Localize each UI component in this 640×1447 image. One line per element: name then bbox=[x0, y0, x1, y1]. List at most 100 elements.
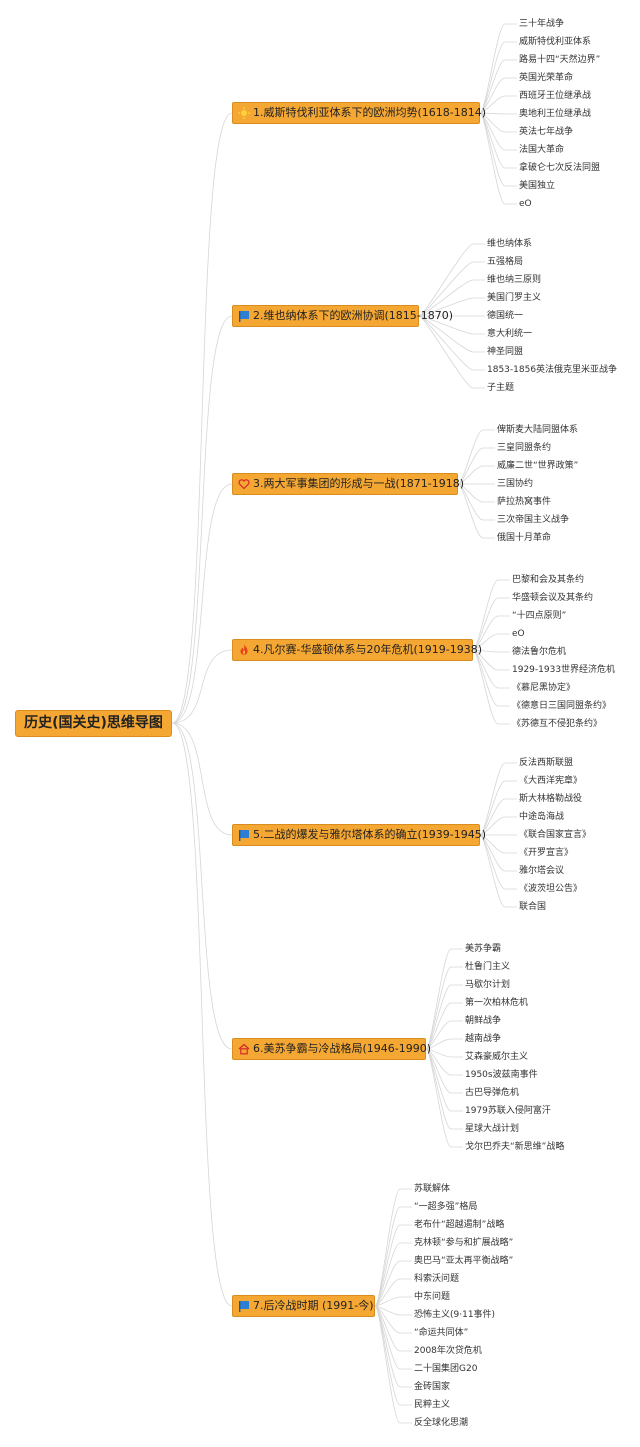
leaf-topic[interactable]: 萨拉热窝事件 bbox=[497, 497, 552, 507]
leaf-topic[interactable]: 西班牙王位继承战 bbox=[519, 91, 592, 101]
leaf-topic[interactable]: 联合国 bbox=[519, 902, 547, 912]
leaf-topic[interactable]: 俄国十月革命 bbox=[497, 533, 552, 543]
leaf-topic[interactable]: 《慕尼黑协定》 bbox=[512, 683, 576, 693]
leaf-topic[interactable]: 英国光荣革命 bbox=[519, 73, 574, 83]
connector-line bbox=[425, 1038, 463, 1050]
heart-icon bbox=[238, 477, 250, 491]
leaf-topic[interactable]: 《大西洋宪章》 bbox=[519, 776, 583, 786]
leaf-topic[interactable]: 第一次柏林危机 bbox=[465, 998, 529, 1008]
leaf-topic[interactable]: 艾森豪威尔主义 bbox=[465, 1052, 529, 1062]
leaf-topic[interactable]: 1853-1856英法俄克里米亚战争 bbox=[487, 365, 618, 375]
leaf-topic[interactable]: 朝鲜战争 bbox=[465, 1016, 502, 1026]
connector-line bbox=[418, 315, 485, 353]
connector-line bbox=[472, 649, 510, 725]
leaf-topic[interactable]: “一超多强”格局 bbox=[414, 1202, 478, 1212]
leaf-topic[interactable]: 三次帝国主义战争 bbox=[497, 515, 570, 525]
connector-line bbox=[425, 1048, 463, 1076]
leaf-topic[interactable]: 1979苏联入侵阿富汗 bbox=[465, 1106, 551, 1116]
flag-icon bbox=[238, 1299, 250, 1313]
connector-line bbox=[425, 1048, 463, 1058]
connector-line bbox=[472, 615, 510, 651]
branch-label: 7.后冷战时期 (1991-今) bbox=[253, 1299, 374, 1312]
leaf-topic[interactable]: eO bbox=[519, 199, 532, 209]
leaf-topic[interactable]: 苏联解体 bbox=[414, 1184, 451, 1194]
branch-label: 6.美苏争霸与冷战格局(1946-1990) bbox=[253, 1042, 432, 1055]
leaf-topic[interactable]: 《苏德互不侵犯条约》 bbox=[512, 719, 603, 729]
leaf-topic[interactable]: 俾斯麦大陆同盟体系 bbox=[497, 425, 579, 435]
leaf-topic[interactable]: 杜鲁门主义 bbox=[465, 962, 511, 972]
leaf-topic[interactable]: 奥地利王位继承战 bbox=[519, 109, 592, 119]
leaf-topic[interactable]: 金砖国家 bbox=[414, 1382, 451, 1392]
branch-topic-6[interactable]: 6.美苏争霸与冷战格局(1946-1990) bbox=[232, 1038, 431, 1060]
connector-line bbox=[457, 483, 495, 539]
leaf-topic[interactable]: 马歇尔计划 bbox=[465, 980, 511, 990]
leaf-topic[interactable]: 古巴导弹危机 bbox=[465, 1088, 520, 1098]
leaf-topic[interactable]: 英法七年战争 bbox=[519, 127, 574, 137]
leaf-topic[interactable]: 三十年战争 bbox=[519, 19, 565, 29]
leaf-topic[interactable]: 1950s波兹南事件 bbox=[465, 1070, 538, 1080]
leaf-topic[interactable]: 拿破仑七次反法同盟 bbox=[519, 163, 601, 173]
connector-line bbox=[457, 483, 495, 503]
leaf-topic[interactable]: 威斯特伐利亚体系 bbox=[519, 37, 592, 47]
leaf-topic[interactable]: eO bbox=[512, 629, 525, 639]
leaf-topic[interactable]: 1929-1933世界经济危机 bbox=[512, 665, 616, 675]
connector-line bbox=[171, 315, 233, 724]
leaf-topic[interactable]: 《德意日三国同盟条约》 bbox=[512, 701, 612, 711]
leaf-topic[interactable]: 二十国集团G20 bbox=[414, 1364, 478, 1374]
leaf-topic[interactable]: 民粹主义 bbox=[414, 1400, 451, 1410]
leaf-topic[interactable]: 华盛顿会议及其条约 bbox=[512, 593, 594, 603]
connector-line bbox=[479, 798, 517, 836]
branch-topic-5[interactable]: 5.二战的爆发与雅尔塔体系的确立(1939-1945) bbox=[232, 824, 486, 846]
leaf-topic[interactable]: 神圣同盟 bbox=[487, 347, 524, 357]
leaf-topic[interactable]: 三皇同盟条约 bbox=[497, 443, 552, 453]
connector-line bbox=[418, 315, 485, 335]
leaf-topic[interactable]: 越南战争 bbox=[465, 1034, 502, 1044]
branch-topic-7[interactable]: 7.后冷战时期 (1991-今) bbox=[232, 1295, 375, 1317]
leaf-topic[interactable]: 反全球化思潮 bbox=[414, 1418, 469, 1428]
leaf-topic[interactable]: 反法西斯联盟 bbox=[519, 758, 574, 768]
leaf-topic[interactable]: 科索沃问题 bbox=[414, 1274, 460, 1284]
leaf-topic[interactable]: “命运共同体” bbox=[414, 1328, 469, 1338]
leaf-topic[interactable]: 奥巴马“亚太再平衡战略” bbox=[414, 1256, 514, 1266]
branch-topic-2[interactable]: 2.维也纳体系下的欧洲协调(1815-1870) bbox=[232, 305, 453, 327]
leaf-topic[interactable]: 法国大革命 bbox=[519, 145, 565, 155]
leaf-topic[interactable]: 中东问题 bbox=[414, 1292, 451, 1302]
leaf-topic[interactable]: 《开罗宣言》 bbox=[519, 848, 574, 858]
leaf-topic[interactable]: “十四点原则” bbox=[512, 611, 567, 621]
leaf-topic[interactable]: 2008年次贷危机 bbox=[414, 1346, 482, 1356]
connector-line bbox=[457, 447, 495, 485]
branch-topic-4[interactable]: 4.凡尔赛-华盛顿体系与20年危机(1919-1938) bbox=[232, 639, 482, 661]
leaf-topic[interactable]: 斯大林格勒战役 bbox=[519, 794, 583, 804]
leaf-topic[interactable]: 三国协约 bbox=[497, 479, 534, 489]
leaf-topic[interactable]: 中途岛海战 bbox=[519, 812, 565, 822]
connector-line bbox=[472, 649, 510, 671]
leaf-topic[interactable]: 美苏争霸 bbox=[465, 944, 502, 954]
branch-topic-1[interactable]: 1.威斯特伐利亚体系下的欧洲均势(1618-1814) bbox=[232, 102, 486, 124]
leaf-topic[interactable]: 老布什“超越遏制”战略 bbox=[414, 1220, 505, 1230]
leaf-topic[interactable]: 雅尔塔会议 bbox=[519, 866, 565, 876]
leaf-topic[interactable]: 意大利统一 bbox=[487, 329, 533, 339]
branch-topic-3[interactable]: 3.两大军事集团的形成与一战(1871-1918) bbox=[232, 473, 464, 495]
leaf-topic[interactable]: 巴黎和会及其条约 bbox=[512, 575, 585, 585]
leaf-topic[interactable]: 威廉二世“世界政策” bbox=[497, 461, 579, 471]
leaf-topic[interactable]: 子主题 bbox=[487, 383, 515, 393]
connector-line bbox=[479, 112, 517, 133]
leaf-topic[interactable]: 星球大战计划 bbox=[465, 1124, 520, 1134]
leaf-topic[interactable]: 路易十四“天然边界” bbox=[519, 55, 601, 65]
leaf-topic[interactable]: 德法鲁尔危机 bbox=[512, 647, 567, 657]
leaf-topic[interactable]: 维也纳三原则 bbox=[487, 275, 542, 285]
connector-line bbox=[479, 77, 517, 114]
fire-icon bbox=[238, 643, 250, 657]
leaf-topic[interactable]: 美国门罗主义 bbox=[487, 293, 542, 303]
leaf-topic[interactable]: 恐怖主义(9·11事件) bbox=[414, 1310, 496, 1320]
leaf-topic[interactable]: 《波茨坦公告》 bbox=[519, 884, 583, 894]
leaf-topic[interactable]: 德国统一 bbox=[487, 311, 524, 321]
leaf-topic[interactable]: 《联合国家宣言》 bbox=[519, 830, 592, 840]
leaf-topic[interactable]: 戈尔巴乔夫“新思维”战略 bbox=[465, 1142, 565, 1152]
leaf-topic[interactable]: 美国独立 bbox=[519, 181, 556, 191]
leaf-topic[interactable]: 五强格局 bbox=[487, 257, 524, 267]
leaf-topic[interactable]: 维也纳体系 bbox=[487, 239, 533, 249]
connector-line bbox=[418, 297, 485, 317]
leaf-topic[interactable]: 克林顿“参与和扩展战略” bbox=[414, 1238, 514, 1248]
root-topic[interactable]: 历史(国关史)思维导图 bbox=[15, 710, 172, 737]
